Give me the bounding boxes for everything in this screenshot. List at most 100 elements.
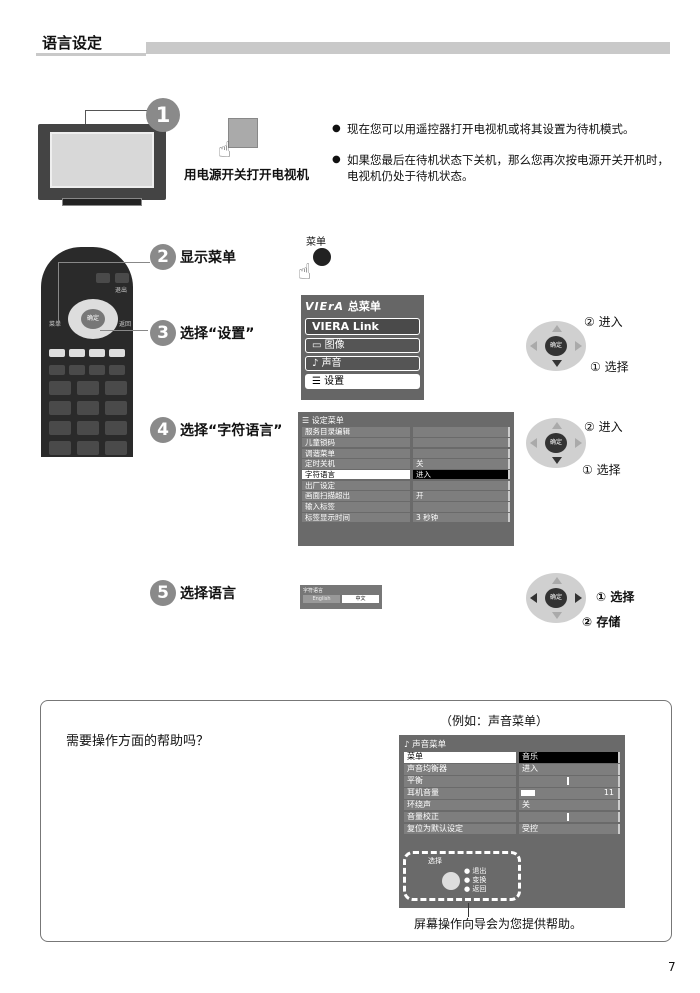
page-number: 7 [668,960,676,974]
sound-row-value [519,811,620,823]
step-2-number: 2 [150,244,176,270]
guide-exit: ● 退出 [464,867,487,875]
main-menu-title: 总菜单 [347,300,381,313]
slider-marker [567,777,569,786]
setup-row-value [413,480,510,491]
menu-button-icon [313,248,331,266]
header-bar [146,42,670,54]
sound-menu-row: 音量校正 [404,811,620,823]
ok-button-icon: 确定 [545,336,567,356]
step-1-number: 1 [146,98,180,132]
menu-button-label: 菜单 [306,237,326,248]
setup-row-value: 3 秒钟 [413,512,510,523]
step-4-label: 选择“字符语言” [180,423,283,439]
leader-line [58,262,150,263]
language-option-chinese: 中文 [342,595,379,603]
leader-line [100,330,148,331]
leader-line [468,903,469,917]
setup-menu-row: 调谐菜单 [302,448,510,459]
sound-menu-row: 耳机音量 11 [404,788,620,799]
setup-row-value: 关 [413,459,510,469]
dpad-step-5: 确定 [526,573,586,623]
step-3-number: 3 [150,320,176,346]
remote-exit-label: 退出 [115,287,128,294]
callout-select: ① 选择 [590,360,629,374]
viera-logo: VIErA [305,300,345,313]
dpad-icon [442,872,460,890]
setup-menu-row: 定时关机关 [302,459,510,469]
setup-row-label: 标签显示时间 [302,512,410,523]
list-icon: ☰ [312,376,325,387]
setup-row-label: 儿童锁码 [302,437,410,448]
setup-menu-title: 设定菜单 [311,416,344,425]
sound-row-value: 11 [519,788,620,799]
sound-row-label: 环绕声 [404,799,516,811]
remote-menu-label: 菜单 [49,321,62,328]
sound-menu-row: 声音均衡器进入 [404,764,620,775]
sound-row-value: 进入 [519,764,620,775]
tv-base [62,198,142,206]
sound-row-value: 关 [519,799,620,811]
step-5-label: 选择语言 [180,586,236,602]
setup-row-value [413,502,510,512]
sound-row-label: 平衡 [404,776,516,787]
callout-select: ① 选择 [582,463,621,477]
tv-screen [50,132,154,188]
step-1-label: 用电源开关打开电视机 [184,167,310,182]
ok-button-icon: 确定 [545,433,567,453]
dpad-step-4: 确定 [526,418,586,468]
help-question: 需要操作方面的帮助吗？ [66,734,210,749]
help-example-caption: （例如：声音菜单） [440,714,549,728]
sound-row-label: 耳机音量 [404,788,516,799]
setup-row-value: 开 [413,491,510,501]
bullet-2: 如果您最后在待机状态下关机，那么您再次按电源开关开机时，电视机仍处于待机状态。 [332,152,677,184]
ok-button-icon: 确定 [545,588,567,608]
dpad-step-3: 确定 [526,321,586,371]
sound-row-label: 复位为默认设定 [404,823,516,835]
callout-select: ① 选择 [596,590,635,604]
step-5-number: 5 [150,580,176,606]
setup-row-value [413,437,510,448]
callout-store: ② 存储 [582,615,621,629]
tv-illustration [38,124,166,206]
bullet-1: 现在您可以用遥控器打开电视机或将其设置为待机模式。 [332,121,677,137]
remote-ok-button: 确定 [81,309,105,329]
sound-row-label: 声音均衡器 [404,764,516,775]
section-title: 语言设定 [36,32,146,56]
setup-row-label: 定时关机 [302,459,410,469]
sound-row-value: 受控 [519,823,620,835]
setup-row-value [413,427,510,437]
setup-menu-row: 儿童锁码 [302,437,510,448]
sound-menu-row: 菜单音乐 [404,752,620,763]
guide-change: ● 变换 [464,876,487,884]
setup-row-label: 服务目录编辑 [302,427,410,437]
guide-select: 选择 [428,857,442,865]
music-note-icon: ♪ [312,358,322,369]
language-menu-screen: 字符语言 English 中文 [300,585,382,609]
setup-row-label: 画面扫描超出 [302,491,410,501]
picture-icon: ▭ [312,340,325,351]
sound-row-label: 音量校正 [404,811,516,823]
callout-enter: ② 进入 [584,420,623,434]
step-4-number: 4 [150,417,176,443]
pointing-hand-icon: ☝ [298,260,312,285]
step-2-label: 显示菜单 [180,250,236,266]
main-menu-screen: VIErA 总菜单 VIERA Link ▭ 图像 ♪ 声音 ☰ 设置 [301,295,424,400]
setup-row-label: 字符语言 [302,469,410,480]
setup-menu-screen: ☰ 设定菜单 服务目录编辑儿童锁码调谐菜单定时关机关字符语言进入出厂设定画面扫描… [298,412,514,546]
setup-menu-row: 服务目录编辑 [302,427,510,437]
remote-control: 退出 菜单 返回 [41,247,133,457]
setup-row-value [413,448,510,459]
music-note-icon: ♪ [404,740,413,750]
volume-value: 11 [603,788,614,798]
power-switch-icon [228,118,258,148]
pointing-hand-icon: ☝ [218,138,232,163]
setup-menu-row: 出厂设定 [302,480,510,491]
volume-bar [521,790,535,797]
menu-item-sound: ♪ 声音 [305,356,420,371]
sound-menu-row: 环绕声关 [404,799,620,811]
on-screen-guide: 选择 ● 退出 ● 变换 ● 返回 [403,851,521,901]
section-header: 语言设定 [36,32,670,56]
